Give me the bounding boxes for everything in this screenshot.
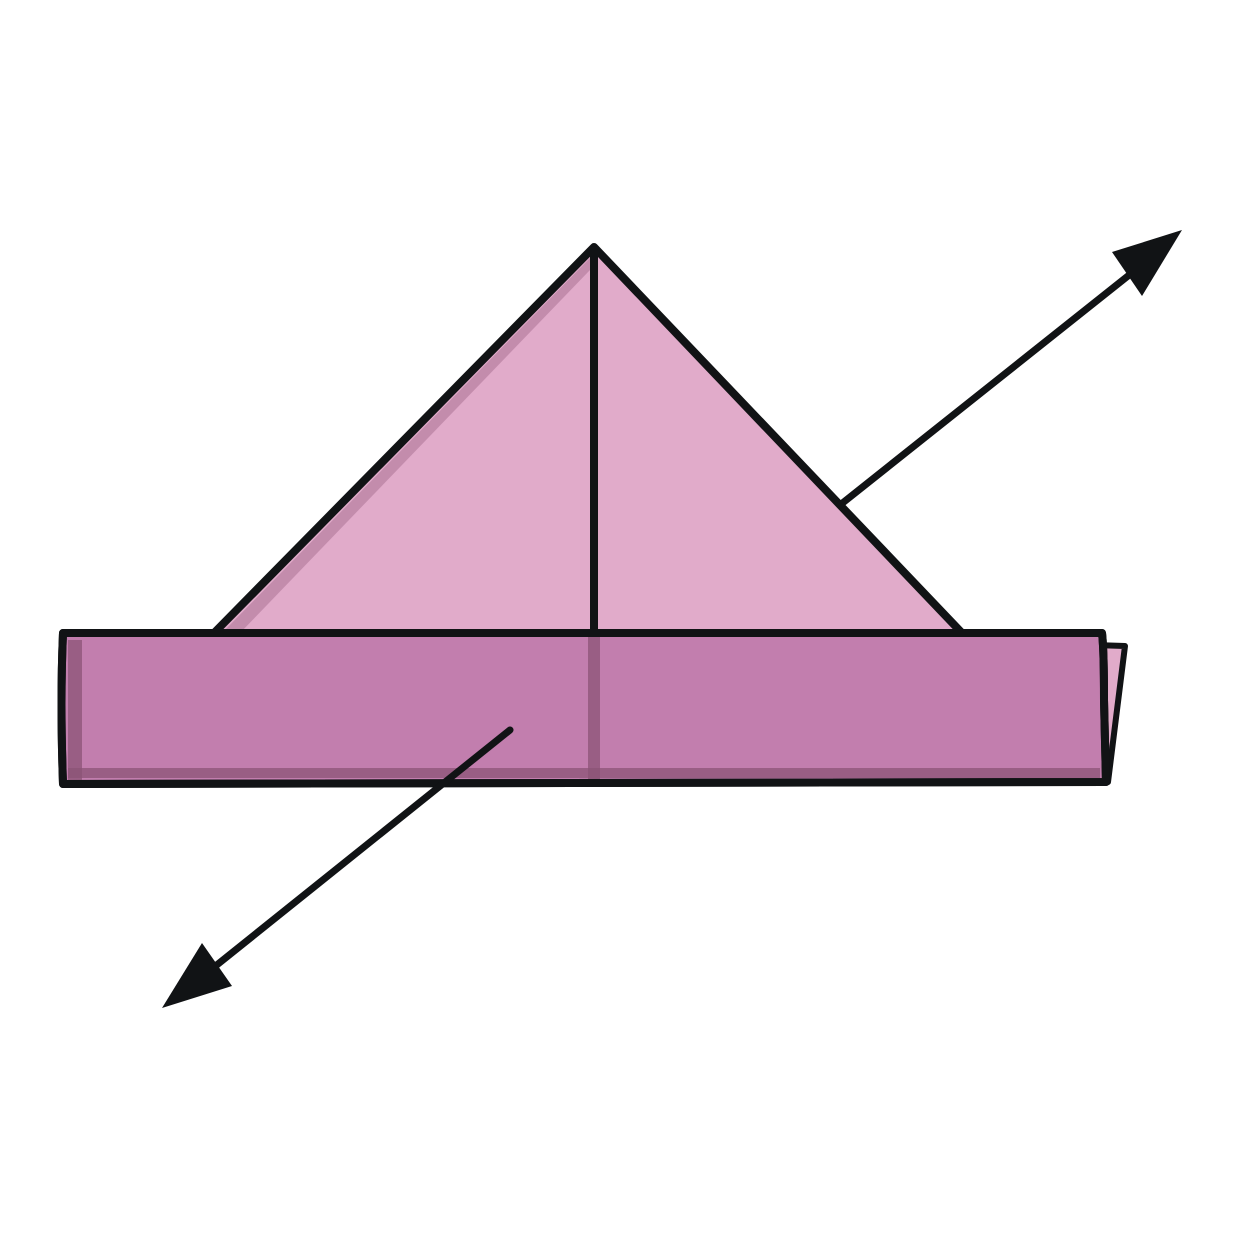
- triangle-top: [210, 243, 966, 637]
- arrowhead-up-right-icon: [1112, 230, 1182, 296]
- brim-outline: [57, 629, 1110, 788]
- brim-band: [57, 629, 1110, 788]
- pull-apart-arrow-down-left: [204, 726, 514, 976]
- pull-apart-arrow-up-right: [836, 264, 1142, 509]
- brim-bottom-shadow: [68, 768, 1100, 778]
- brim-left-shadow: [68, 640, 82, 780]
- arrowhead-down-left-icon: [162, 943, 232, 1008]
- brim-center-crease-shadow: [588, 637, 600, 780]
- triangle-left-edge-shadow: [222, 258, 590, 633]
